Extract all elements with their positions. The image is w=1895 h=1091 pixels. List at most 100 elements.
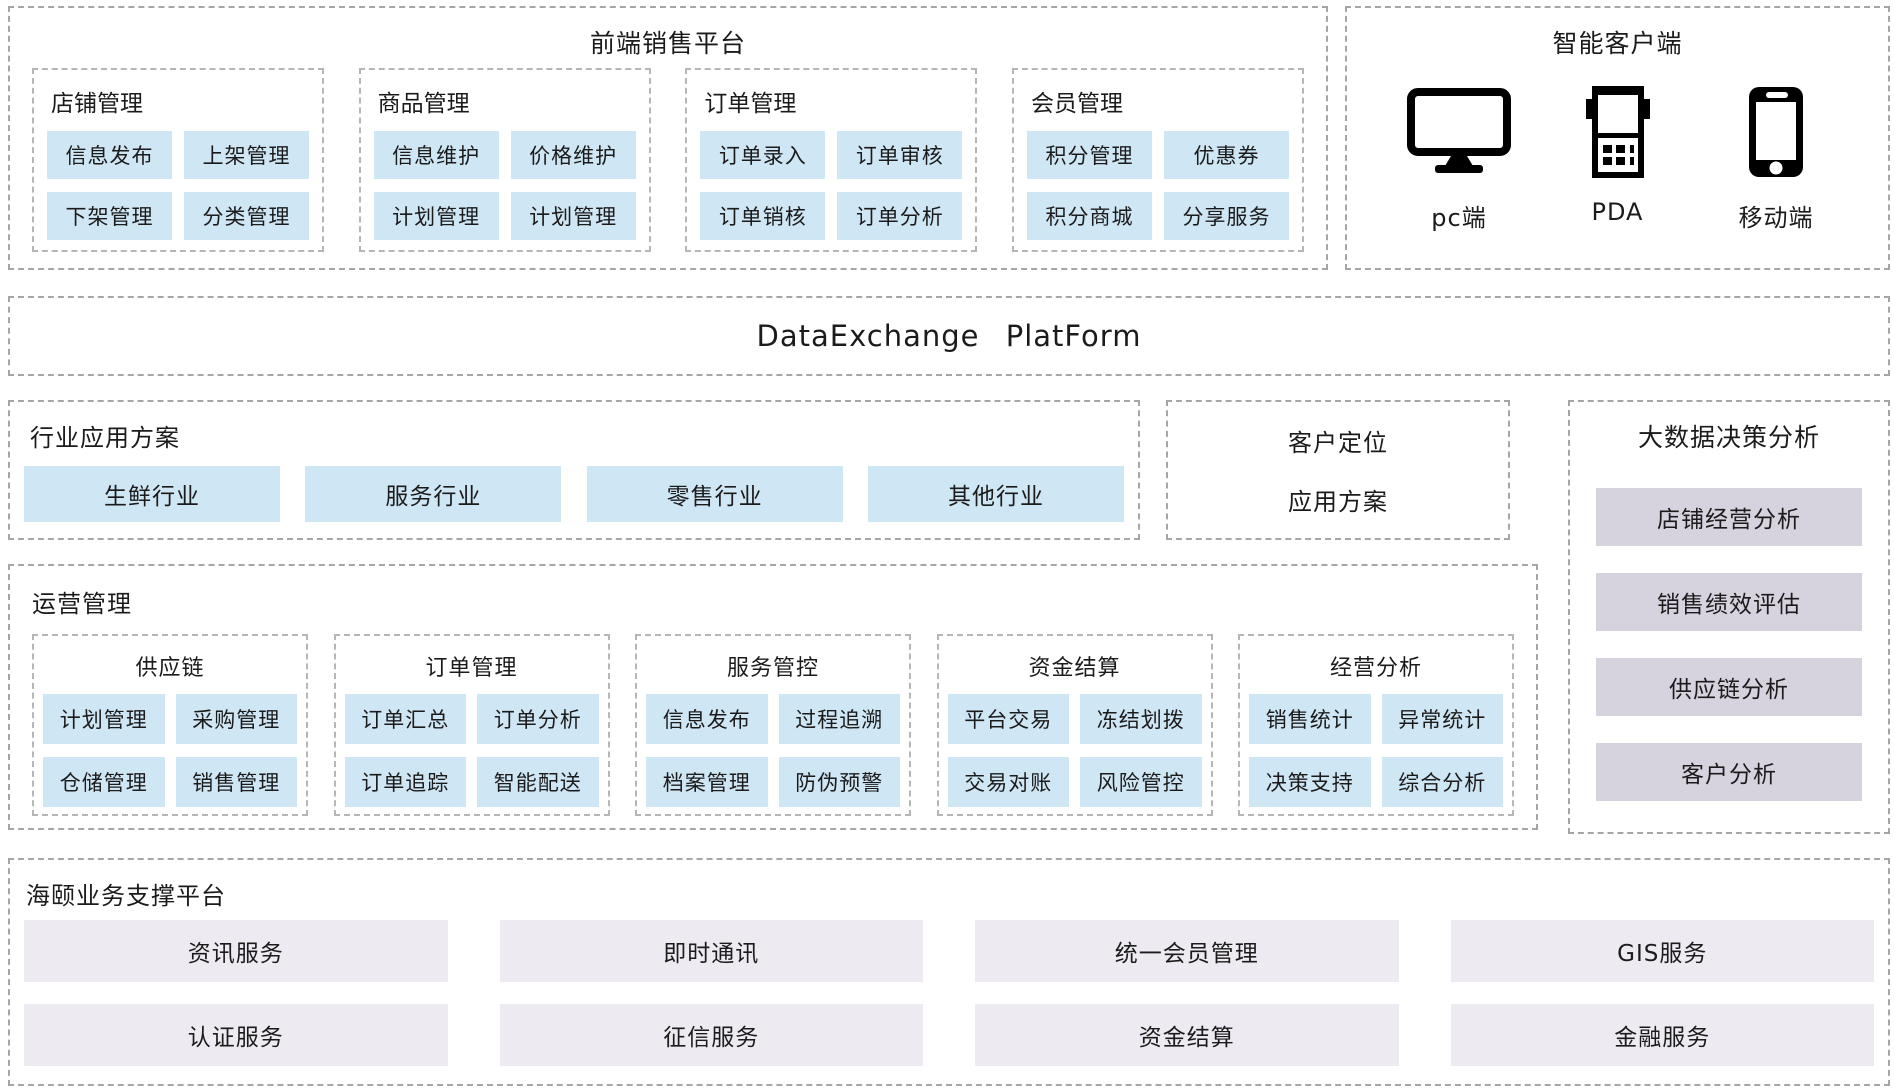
group-business-analysis: 经营分析 销售统计 异常统计 决策支持 综合分析: [1238, 634, 1514, 816]
module-chip: 过程追溯: [778, 694, 900, 744]
group-modules: 计划管理 采购管理 仓储管理 销售管理: [43, 694, 297, 807]
module-chip: 上架管理: [184, 131, 309, 179]
group-title: 商品管理: [377, 91, 470, 117]
analysis-chip: 供应链分析: [1596, 658, 1862, 716]
big-data-analysis-title: 大数据决策分析: [1637, 423, 1820, 452]
group-modules: 积分管理 优惠券 积分商城 分享服务: [1026, 131, 1289, 240]
group-modules: 销售统计 异常统计 决策支持 综合分析: [1249, 694, 1503, 807]
module-chip: 档案管理: [646, 757, 768, 807]
service-chip: GIS服务: [1450, 920, 1874, 982]
device-pc: pc端: [1389, 84, 1529, 233]
data-exchange-title: DataExchange PlatForm: [756, 319, 1142, 353]
operations-panel: 运营管理 供应链 计划管理 采购管理 仓储管理 销售管理 订单管理 订单汇总 订…: [8, 564, 1538, 830]
analysis-chip: 销售绩效评估: [1596, 573, 1862, 631]
smart-clients-title: 智能客户端: [1552, 29, 1683, 58]
module-chip: 价格维护: [510, 131, 636, 179]
group-order-management: 订单管理 订单录入 订单审核 订单销核 订单分析: [685, 68, 978, 252]
industry-chip: 零售行业: [586, 466, 843, 522]
group-service-control: 服务管控 信息发布 过程追溯 档案管理 防伪预警: [635, 634, 911, 816]
module-chip: 冻结划拨: [1080, 694, 1202, 744]
customer-positioning-line1: 客户定位: [1288, 429, 1388, 457]
operations-title: 运营管理: [32, 590, 132, 618]
module-chip: 综合分析: [1381, 757, 1503, 807]
module-chip: 风险管控: [1080, 757, 1202, 807]
group-title: 订单管理: [704, 91, 797, 117]
customer-positioning-panel: 客户定位 应用方案: [1166, 400, 1510, 540]
module-chip: 订单审核: [837, 131, 963, 179]
module-chip: 异常统计: [1381, 694, 1503, 744]
module-chip: 信息发布: [646, 694, 768, 744]
industry-solutions-panel: 行业应用方案 生鲜行业 服务行业 零售行业 其他行业: [8, 400, 1140, 540]
industry-chips: 生鲜行业 服务行业 零售行业 其他行业: [24, 466, 1124, 522]
industry-chip: 其他行业: [867, 466, 1124, 522]
module-chip: 积分管理: [1026, 131, 1152, 179]
group-title: 资金结算: [1028, 656, 1121, 681]
pda-icon: [1585, 84, 1651, 180]
group-supply-chain: 供应链 计划管理 采购管理 仓储管理 销售管理: [32, 634, 308, 816]
group-title: 订单管理: [425, 656, 518, 681]
device-label: pc端: [1431, 204, 1487, 232]
module-chip: 信息发布: [47, 131, 172, 179]
module-chip: 交易对账: [947, 757, 1069, 807]
group-modules: 订单录入 订单审核 订单销核 订单分析: [700, 131, 963, 240]
service-chip: 统一会员管理: [975, 920, 1399, 982]
operations-groups: 供应链 计划管理 采购管理 仓储管理 销售管理 订单管理 订单汇总 订单分析 订…: [32, 634, 1514, 816]
big-data-analysis-panel: 大数据决策分析 店铺经营分析 销售绩效评估 供应链分析 客户分析: [1568, 400, 1890, 834]
module-chip: 采购管理: [175, 694, 297, 744]
module-chip: 分享服务: [1163, 192, 1289, 240]
module-chip: 分类管理: [184, 192, 309, 240]
group-title: 供应链: [135, 656, 205, 681]
module-chip: 防伪预警: [778, 757, 900, 807]
group-modules: 订单汇总 订单分析 订单追踪 智能配送: [344, 694, 599, 807]
module-chip: 平台交易: [947, 694, 1069, 744]
module-chip: 仓储管理: [43, 757, 165, 807]
desktop-icon: [1407, 84, 1511, 180]
module-chip: 计划管理: [373, 192, 499, 240]
group-modules: 信息维护 价格维护 计划管理 计划管理: [373, 131, 636, 240]
module-chip: 计划管理: [43, 694, 165, 744]
module-chip: 订单销核: [700, 192, 826, 240]
support-services: 资讯服务 即时通讯 统一会员管理 GIS服务 认证服务 征信服务 资金结算 金融…: [24, 920, 1874, 1066]
analysis-chip: 客户分析: [1596, 743, 1862, 801]
device-label: PDA: [1591, 198, 1644, 226]
device-label: 移动端: [1738, 204, 1814, 232]
group-modules: 信息发布 过程追溯 档案管理 防伪预警: [646, 694, 900, 807]
module-chip: 订单分析: [477, 694, 599, 744]
support-platform-title: 海颐业务支撑平台: [26, 882, 226, 910]
device-mobile: 移动端: [1706, 84, 1846, 233]
client-devices: pc端: [1389, 84, 1846, 233]
group-title: 店铺管理: [51, 91, 143, 117]
group-title: 经营分析: [1329, 656, 1422, 681]
frontend-platform-title: 前端销售平台: [589, 29, 746, 58]
smart-clients-panel: 智能客户端 pc端: [1345, 6, 1890, 270]
frontend-groups: 店铺管理 信息发布 上架管理 下架管理 分类管理 商品管理 信息维护 价格维护 …: [32, 68, 1304, 252]
group-order-management-ops: 订单管理 订单汇总 订单分析 订单追踪 智能配送: [333, 634, 610, 816]
module-chip: 信息维护: [373, 131, 499, 179]
module-chip: 订单分析: [837, 192, 963, 240]
group-title: 会员管理: [1030, 91, 1123, 117]
support-platform-panel: 海颐业务支撑平台 资讯服务 即时通讯 统一会员管理 GIS服务 认证服务 征信服…: [8, 858, 1890, 1086]
industry-chip: 生鲜行业: [24, 466, 280, 522]
customer-positioning-line2: 应用方案: [1288, 488, 1388, 516]
module-chip: 计划管理: [510, 192, 636, 240]
module-chip: 销售统计: [1249, 694, 1371, 744]
industry-solutions-title: 行业应用方案: [30, 424, 180, 452]
module-chip: 下架管理: [47, 192, 172, 240]
group-product-management: 商品管理 信息维护 价格维护 计划管理 计划管理: [358, 68, 651, 252]
group-title: 服务管控: [726, 656, 819, 681]
service-chip: 即时通讯: [499, 920, 923, 982]
group-modules: 平台交易 冻结划拨 交易对账 风险管控: [947, 694, 1202, 807]
module-chip: 订单录入: [700, 131, 826, 179]
module-chip: 订单追踪: [344, 757, 466, 807]
module-chip: 积分商城: [1026, 192, 1152, 240]
module-chip: 决策支持: [1249, 757, 1371, 807]
service-chip: 资金结算: [975, 1004, 1399, 1066]
group-shop-management: 店铺管理 信息发布 上架管理 下架管理 分类管理: [32, 68, 324, 252]
device-pda: PDA: [1548, 84, 1688, 233]
service-chip: 金融服务: [1450, 1004, 1874, 1066]
group-fund-settlement: 资金结算 平台交易 冻结划拨 交易对账 风险管控: [936, 634, 1213, 816]
module-chip: 订单汇总: [344, 694, 466, 744]
service-chip: 认证服务: [24, 1004, 448, 1066]
industry-chip: 服务行业: [305, 466, 562, 522]
